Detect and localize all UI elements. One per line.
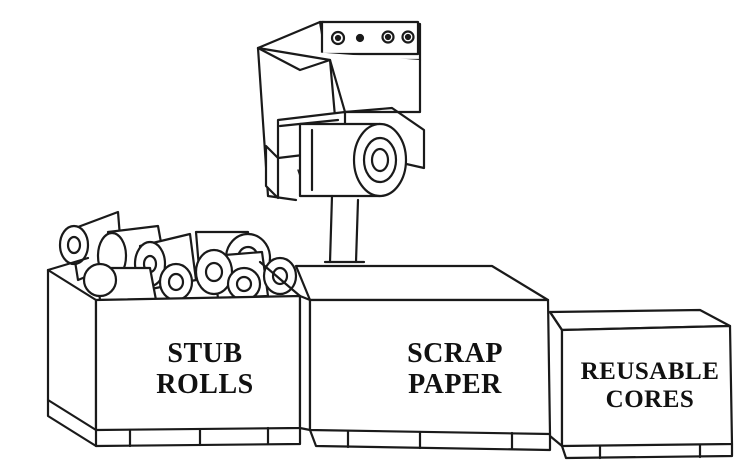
scrap-paper-label-line2: PAPER — [380, 369, 530, 400]
reusable-cores-label-line2: CORES — [560, 386, 740, 414]
scrap-bin-front — [300, 296, 310, 430]
stub-rolls-label-line2: ROLLS — [130, 369, 280, 400]
stub-rolls-bin — [48, 212, 300, 446]
scrap-paper-label-line1: SCRAP — [380, 338, 530, 369]
machine-post — [330, 196, 358, 262]
reusable-cores-label-line1: REUSABLE — [560, 358, 740, 386]
scrap-bin-top — [296, 266, 548, 300]
stub-rolls-label-line1: STUB — [130, 338, 280, 369]
stub-rolls — [60, 212, 296, 300]
stub-rolls-label: STUB ROLLS — [130, 338, 280, 401]
machine-roll-end — [354, 124, 406, 196]
scrap-paper-label: SCRAP PAPER — [380, 338, 530, 401]
reusable-cores-label: REUSABLE CORES — [560, 358, 740, 414]
roll-cutting-machine — [258, 22, 424, 262]
stub-bin-front — [48, 270, 96, 430]
